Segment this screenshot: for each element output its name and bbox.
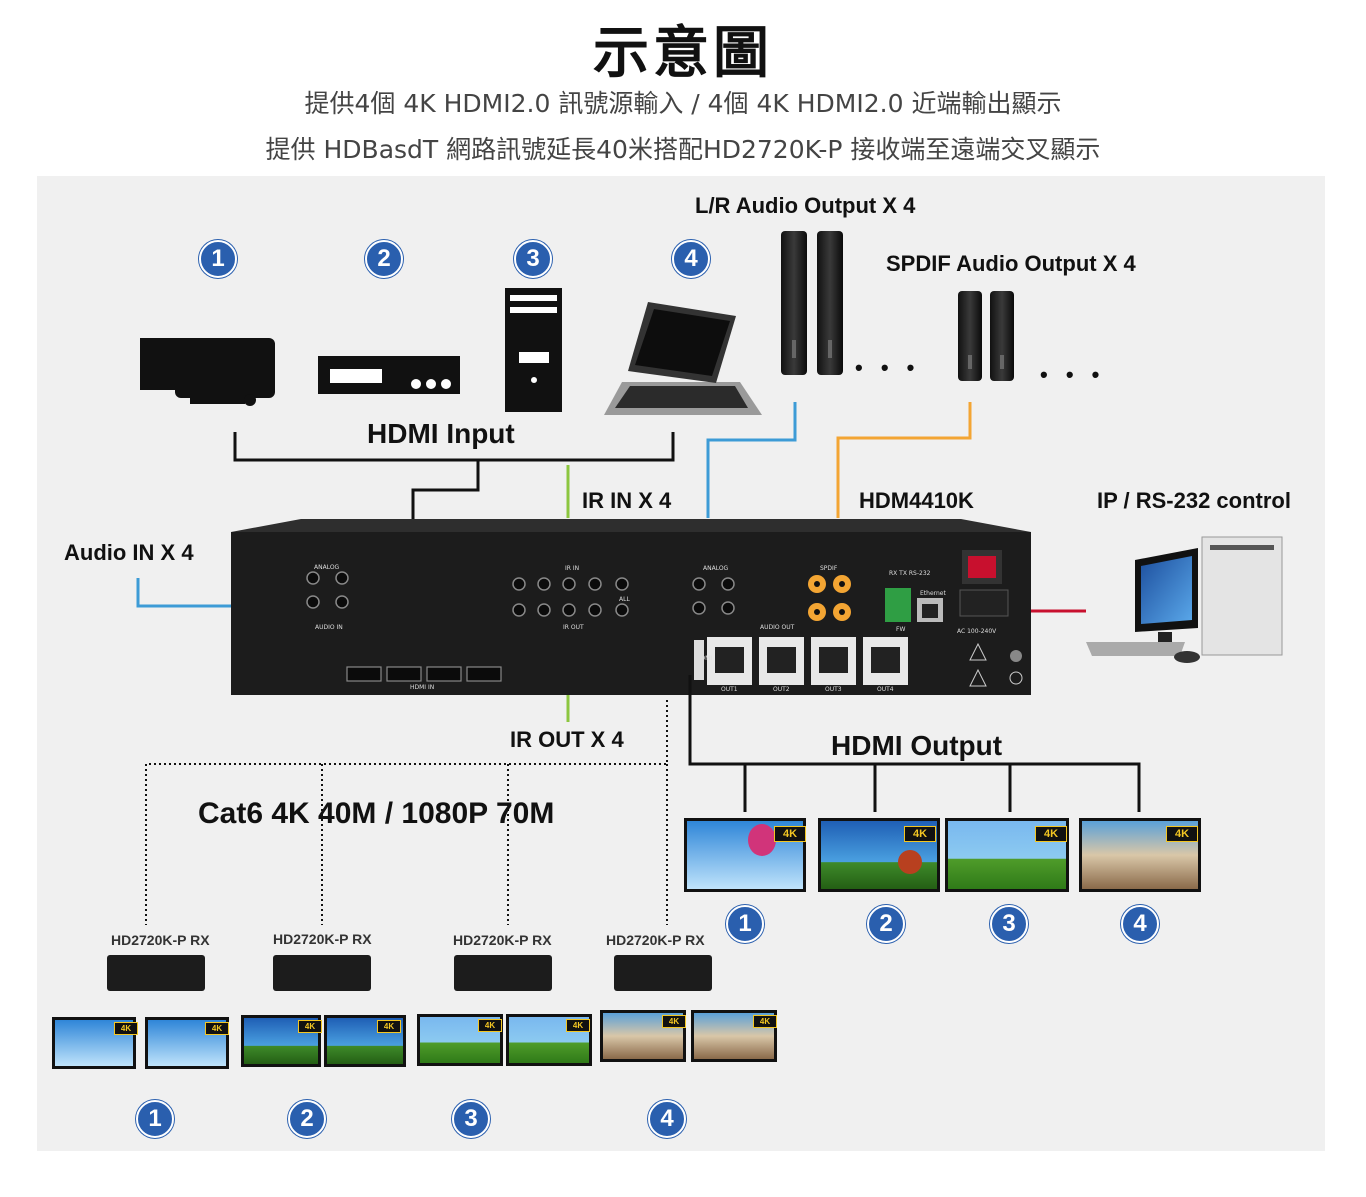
ir-out-label: IR OUT X 4 — [510, 727, 624, 752]
source-badge-1: 1 — [199, 240, 237, 278]
fw-text: FW — [896, 626, 906, 633]
hdmi-port-text: HDMI — [696, 655, 713, 662]
output-badge-3: 3 — [990, 905, 1028, 943]
cat6-links — [145, 700, 668, 925]
hdm4410k-device — [231, 519, 1031, 695]
spdif-speakers-icon — [958, 291, 1014, 381]
lr-audio-label: L/R Audio Output X 4 — [695, 193, 916, 218]
source-badge-3: 3 — [514, 240, 552, 278]
remote-badge-4: 4 — [648, 1100, 686, 1138]
hdmi-output-bus — [688, 675, 1141, 812]
tv-output-3 — [945, 818, 1069, 892]
receiver-label-3: HD2720K-P RX — [453, 932, 552, 948]
analog-in-text: ANALOG — [314, 564, 340, 571]
4k-badge: 4K — [114, 1022, 138, 1035]
analog-out-text: ANALOG — [703, 565, 729, 572]
near-end-tvs — [684, 818, 1201, 892]
laptop-icon — [604, 302, 762, 415]
out3-text: OUT3 — [825, 686, 842, 693]
model-label: HDM4410K — [859, 488, 974, 513]
receiver-boxes — [107, 955, 712, 991]
page-title: 示意圖 — [593, 21, 773, 86]
output-badge-2: 2 — [867, 905, 905, 943]
hdmi-input-label: HDMI Input — [367, 418, 515, 449]
4k-badge: 4K — [774, 826, 806, 842]
remote-badge-1: 1 — [136, 1100, 174, 1138]
output-badge-1: 1 — [726, 905, 764, 943]
lr-audio-speakers-icon — [781, 231, 843, 375]
4k-badge: 4K — [205, 1022, 229, 1035]
camcorder-icon — [140, 338, 275, 406]
audio-out-text: AUDIO OUT — [760, 624, 795, 631]
rs232-text: RX TX RS-232 — [889, 570, 931, 577]
cat6-label: Cat6 4K 40M / 1080P 70M — [198, 797, 555, 830]
receiver-label-2: HD2720K-P RX — [273, 931, 372, 947]
4k-badge: 4K — [478, 1019, 502, 1032]
ip-control-label: IP / RS-232 control — [1097, 488, 1291, 513]
4k-badge: 4K — [298, 1020, 322, 1033]
out2-text: OUT2 — [773, 686, 790, 693]
media-player-icon — [318, 356, 460, 394]
ir-out-text: IR OUT — [563, 624, 584, 631]
4k-badge: 4K — [1166, 826, 1198, 842]
dots-spdif: • • • — [1040, 362, 1106, 387]
hdmi-in-text: HDMI IN — [410, 684, 435, 691]
remote-badge-2: 2 — [288, 1100, 326, 1138]
receiver-label-4: HD2720K-P RX — [606, 932, 705, 948]
ethernet-text: Ethernet — [920, 590, 946, 597]
4k-badge: 4K — [377, 1020, 401, 1033]
4k-badge: 4K — [753, 1015, 777, 1028]
4k-badge: 4K — [1035, 826, 1067, 842]
source-badge-2: 2 — [365, 240, 403, 278]
audio-in-text: AUDIO IN — [315, 624, 343, 631]
output-badge-4: 4 — [1121, 905, 1159, 943]
desktop-pc-icon — [505, 288, 562, 412]
spdif-text: SPDIF — [820, 565, 838, 572]
subtitle-line-2: 提供 HDBasdT 網路訊號延長40米搭配HD2720K-P 接收端至遠端交叉… — [265, 135, 1101, 164]
control-pc-icon — [1086, 536, 1283, 663]
lr-audio-line — [706, 402, 797, 518]
ir-all-text: ALL — [619, 596, 630, 603]
ir-in-label: IR IN X 4 — [582, 488, 672, 513]
source-badge-4: 4 — [672, 240, 710, 278]
spdif-label: SPDIF Audio Output X 4 — [886, 251, 1136, 276]
remote-badge-3: 3 — [452, 1100, 490, 1138]
out4-text: OUT4 — [877, 686, 894, 693]
4k-badge: 4K — [566, 1019, 590, 1032]
ac-text: AC 100-240V — [957, 628, 997, 635]
subtitle-line-1: 提供4個 4K HDMI2.0 訊號源輸入 / 4個 4K HDMI2.0 近端… — [304, 89, 1062, 118]
ir-in-text: IR IN — [565, 565, 580, 572]
dots-lr: • • • — [855, 355, 921, 380]
hdmi-output-label: HDMI Output — [831, 730, 1003, 761]
hdmi-input-bus — [233, 432, 675, 525]
audio-in-label: Audio IN X 4 — [64, 540, 194, 565]
receiver-label-1: HD2720K-P RX — [111, 932, 210, 948]
4k-badge: 4K — [662, 1015, 686, 1028]
4k-badge: 4K — [904, 826, 936, 842]
out1-text: OUT1 — [721, 686, 738, 693]
spdif-line — [836, 402, 972, 518]
